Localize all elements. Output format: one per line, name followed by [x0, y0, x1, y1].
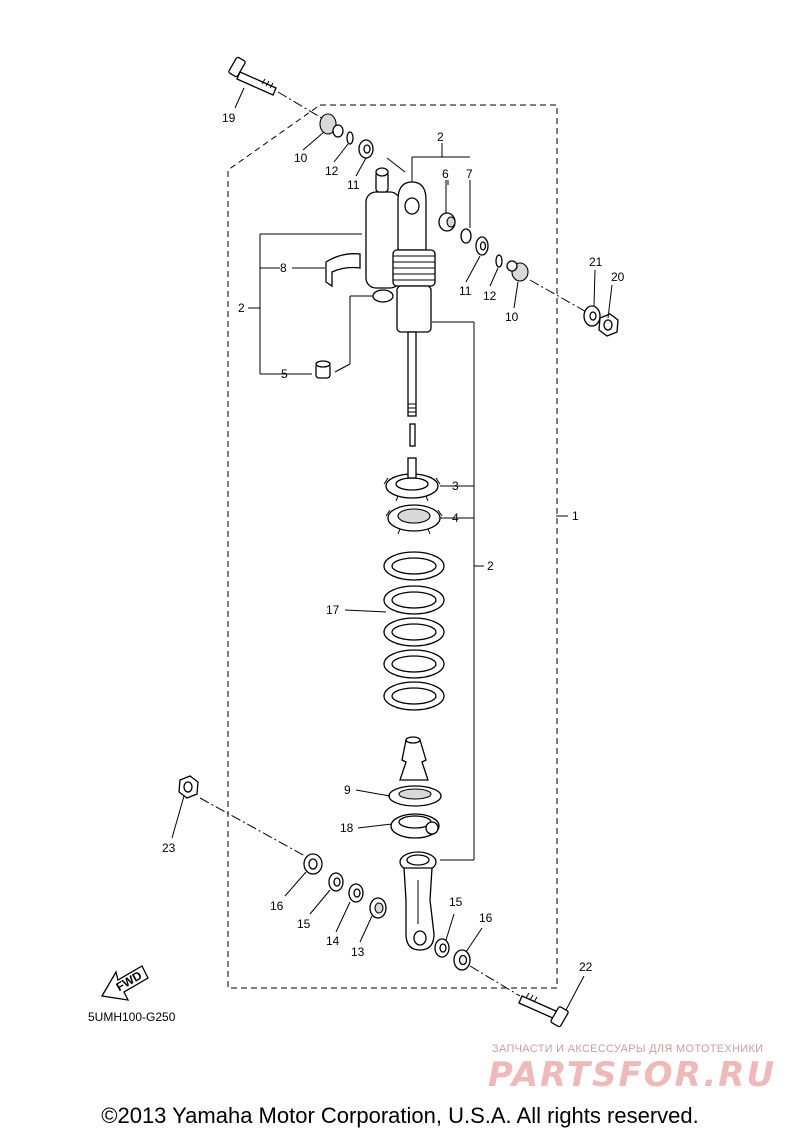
washer-16-left	[303, 853, 323, 875]
callout-2-top: 2	[437, 130, 444, 144]
callout-10-top: 10	[294, 151, 308, 165]
bracket-group-2-right	[432, 321, 568, 861]
spring-seat-9	[388, 785, 442, 807]
adjuster-5	[315, 360, 331, 379]
washer-11-mid	[475, 236, 489, 256]
callout-20: 20	[611, 270, 625, 284]
callout-5: 5	[281, 367, 288, 381]
callout-11-top: 11	[347, 178, 360, 192]
callout-2-left: 2	[238, 301, 245, 315]
callout-12-mid: 12	[483, 289, 497, 303]
bushing-6	[438, 212, 456, 232]
callout-18: 18	[340, 821, 354, 835]
callout-3: 3	[452, 479, 459, 493]
callout-15-right: 15	[449, 895, 463, 909]
callout-23: 23	[162, 841, 176, 855]
axis-line-top	[277, 91, 326, 121]
shock-reservoir	[365, 167, 401, 303]
callout-16-left: 16	[270, 899, 284, 913]
bracket-group-2-top	[411, 143, 471, 228]
diagram-code: 5UMH100-G250	[88, 1010, 176, 1024]
callout-8: 8	[280, 261, 287, 275]
ring-nut-3	[383, 457, 441, 502]
callout-15-left: 15	[297, 917, 311, 931]
callout-1: 1	[572, 509, 579, 523]
stopper-18	[390, 813, 440, 839]
callout-6: 6	[442, 167, 449, 181]
oring-12-top	[346, 131, 354, 145]
washer-21	[583, 305, 601, 327]
callout-9: 9	[344, 783, 351, 797]
collar-15-right	[434, 938, 450, 958]
callout-11-mid: 11	[459, 284, 472, 298]
reservoir-hose	[386, 157, 406, 173]
axis-line-upper-right	[529, 279, 591, 315]
copyright-notice: ©2013 Yamaha Motor Corporation, U.S.A. A…	[101, 1103, 699, 1128]
leader-lines	[171, 87, 613, 1011]
bushing-13	[369, 897, 387, 919]
lower-clevis	[399, 851, 437, 951]
axis-line-lower-right	[469, 965, 521, 997]
watermark-tagline: ЗАПЧАСТИ И АКСЕССУАРЫ ДЛЯ МОТОТЕХНИКИ	[492, 1043, 764, 1055]
callout-4: 4	[452, 511, 459, 525]
callout-22: 22	[579, 960, 593, 974]
collar-15-left	[328, 872, 344, 892]
watermark-logo: PARTSFOR.RU	[488, 1055, 777, 1095]
ring-nut-4	[385, 504, 443, 535]
callout-12-top: 12	[325, 164, 339, 178]
washer-11-top	[358, 139, 374, 159]
bracket-group-2-left	[248, 233, 375, 375]
spring-17	[383, 551, 445, 711]
callout-10-mid: 10	[505, 310, 519, 324]
ring-7	[460, 228, 472, 244]
callout-17: 17	[326, 603, 340, 617]
bearing-14	[348, 883, 364, 903]
nut-20	[598, 313, 619, 337]
callout-21: 21	[589, 255, 603, 269]
callout-13: 13	[351, 945, 365, 959]
axis-line-lower-left	[199, 797, 306, 857]
assembly-boundary	[227, 104, 558, 989]
washer-16-right	[453, 949, 471, 971]
bolt-19	[228, 56, 277, 96]
collar-10-top	[319, 113, 344, 138]
cap-8	[325, 253, 361, 288]
callout-2-right: 2	[487, 559, 494, 573]
callout-16-right: 16	[479, 911, 493, 925]
callout-7: 7	[466, 167, 473, 181]
callout-14: 14	[326, 934, 340, 948]
collar-10-mid	[506, 260, 529, 282]
bolt-22	[518, 992, 569, 1028]
oring-12-mid	[495, 254, 503, 268]
nut-23	[178, 775, 199, 799]
rod-pin	[409, 423, 416, 447]
forward-arrow-icon: FWD	[100, 965, 149, 1001]
shock-main-body	[392, 181, 436, 417]
callout-19: 19	[222, 111, 236, 125]
bump-stop	[399, 736, 429, 781]
